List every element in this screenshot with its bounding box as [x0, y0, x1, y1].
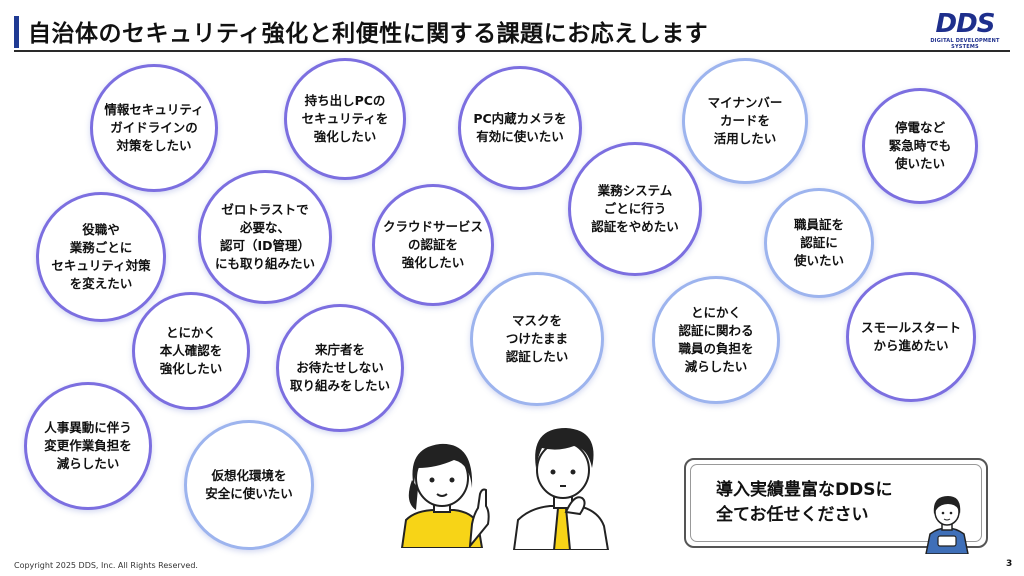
issue-bubble: 停電など 緊急時でも 使いたい — [862, 88, 978, 204]
issue-text: 情報セキュリティ ガイドラインの 対策をしたい — [104, 102, 204, 153]
title-divider — [14, 50, 1010, 52]
issue-text: とにかく 認証に関わる 職員の負担を 減らしたい — [678, 305, 754, 374]
issue-bubble: マイナンバー カードを 活用したい — [682, 58, 808, 184]
issue-bubble: 持ち出しPCの セキュリティを 強化したい — [284, 58, 406, 180]
issue-bubble: 人事異動に伴う 変更作業負担を 減らしたい — [24, 382, 152, 510]
issue-bubble: 来庁者を お待たせしない 取り組みをしたい — [276, 304, 404, 432]
issue-bubble: とにかく 本人確認を 強化したい — [132, 292, 250, 410]
issue-text: 停電など 緊急時でも 使いたい — [888, 120, 952, 171]
issue-text: スモールスタート から進めたい — [860, 320, 961, 353]
issue-bubble: PC内蔵カメラを 有効に使いたい — [458, 66, 582, 190]
page-number: 3 — [1006, 559, 1013, 569]
issue-text: 来庁者を お待たせしない 取り組みをしたい — [289, 342, 390, 393]
title-accent-bar — [14, 16, 19, 48]
issue-bubble: 役職や 業務ごとに セキュリティ対策 を変えたい — [36, 192, 166, 322]
copyright-text: Copyright 2025 DDS, Inc. All Rights Rese… — [14, 561, 198, 570]
issue-text: PC内蔵カメラを 有効に使いたい — [473, 111, 567, 144]
issue-text: 仮想化環境を 安全に使いたい — [205, 468, 293, 501]
issue-text: マスクを つけたまま 認証したい — [505, 313, 569, 364]
logo-mark: DDS — [935, 9, 996, 39]
staff-illustration — [925, 496, 969, 554]
issue-text: マイナンバー カードを 活用したい — [707, 95, 783, 146]
issue-bubble: 職員証を 認証に 使いたい — [764, 188, 874, 298]
logo-subtitle: DIGITAL DEVELOPMENT SYSTEMS — [930, 38, 1000, 50]
issue-text: 持ち出しPCの セキュリティを 強化したい — [301, 93, 389, 144]
woman-illustration — [400, 443, 490, 548]
issue-bubble: マスクを つけたまま 認証したい — [470, 272, 604, 406]
issue-bubble: 業務システム ごとに行う 認証をやめたい — [568, 142, 702, 276]
page-title: 自治体のセキュリティ強化と利便性に関する課題にお応えします — [28, 21, 709, 47]
callout-text: 導入実績豊富なDDSに 全てお任せください — [716, 480, 893, 525]
issue-bubble: 仮想化環境を 安全に使いたい — [184, 420, 314, 550]
callout-inner-border — [690, 464, 982, 542]
issue-text: 職員証を 認証に 使いたい — [793, 217, 844, 268]
issue-text: 人事異動に伴う 変更作業負担を 減らしたい — [44, 420, 132, 471]
issue-bubble: とにかく 認証に関わる 職員の負担を 減らしたい — [652, 276, 780, 404]
dds-logo: DDS DIGITAL DEVELOPMENT SYSTEMS — [920, 9, 1010, 50]
man-illustration — [512, 428, 610, 550]
issue-text: ゼロトラストで 必要な、 認可（ID管理） にも取り組みたい — [214, 202, 315, 271]
issue-text: 業務システム ごとに行う 認証をやめたい — [591, 183, 679, 234]
issue-text: とにかく 本人確認を 強化したい — [159, 325, 223, 376]
issue-text: クラウドサービス の認証を 強化したい — [382, 219, 483, 270]
issue-bubble: ゼロトラストで 必要な、 認可（ID管理） にも取り組みたい — [198, 170, 332, 304]
issue-text: 役職や 業務ごとに セキュリティ対策 を変えたい — [51, 222, 151, 291]
issue-bubble: クラウドサービス の認証を 強化したい — [372, 184, 494, 306]
issue-bubble: 情報セキュリティ ガイドラインの 対策をしたい — [90, 64, 218, 192]
issue-bubble: スモールスタート から進めたい — [846, 272, 976, 402]
